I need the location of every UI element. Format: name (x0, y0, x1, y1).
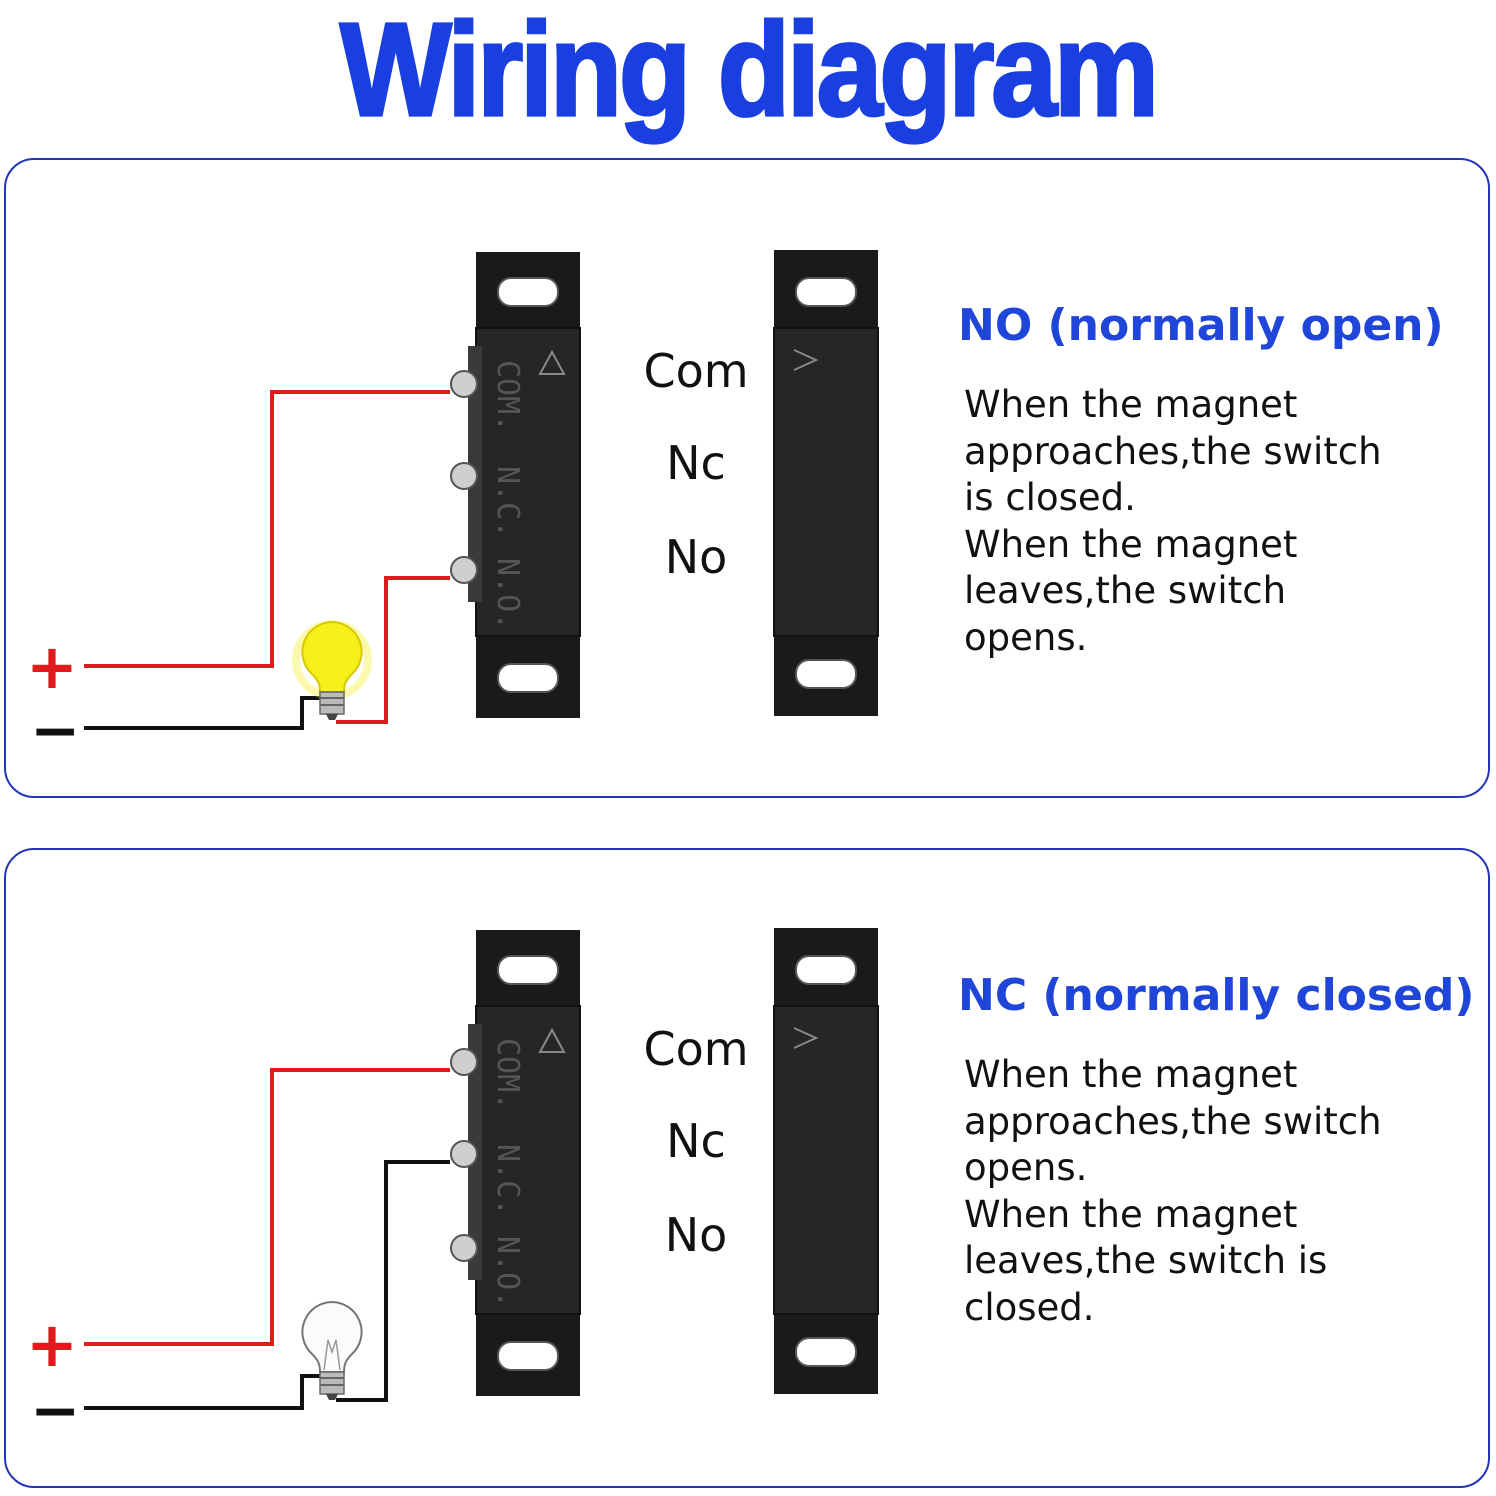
mode-description-nc: When the magnet approaches,the switch op… (964, 1053, 1382, 1329)
sensor-marking-nc: N.C. (490, 1144, 525, 1216)
negative-terminal-label: − (30, 1376, 81, 1446)
wiring-art-no: COM. N.C. N.O. (84, 250, 879, 730)
reed-switch-sensor: COM. N.C. N.O. (450, 930, 581, 1396)
screw-terminals (450, 1048, 478, 1262)
terminal-label-com: Com (643, 344, 749, 398)
sensor-marking-nc: N.C. (490, 466, 525, 538)
panel-normally-open: COM. N.C. N.O. Com Nc No NO (normally op… (4, 158, 1490, 798)
lightbulb-lit-icon (292, 620, 372, 720)
magnet-block (773, 250, 879, 716)
mode-heading-no: NO (normally open) (958, 300, 1444, 351)
mode-description-no: When the magnet approaches,the switch is… (964, 383, 1382, 659)
positive-terminal-label: + (26, 630, 78, 703)
wire-com-positive (84, 390, 450, 668)
negative-terminal-label: − (30, 696, 81, 766)
reed-switch-sensor: COM. N.C. N.O. (450, 252, 581, 718)
terminal-label-no: No (664, 530, 728, 584)
wire-com-positive (84, 1068, 450, 1346)
sensor-marking-com: COM. (490, 360, 525, 432)
terminal-label-nc: Nc (666, 1114, 726, 1168)
terminal-label-nc: Nc (666, 436, 726, 490)
positive-terminal-label: + (26, 1308, 78, 1381)
lightbulb-off-icon (301, 1300, 363, 1400)
mode-heading-nc: NC (normally closed) (958, 970, 1475, 1021)
page-title: Wiring diagram (339, 0, 1161, 146)
terminal-label-com: Com (643, 1022, 749, 1076)
magnet-block (773, 928, 879, 1394)
sensor-marking-no: N.O. (490, 558, 525, 630)
wire-nc-bulb (336, 1160, 450, 1402)
wire-negative (84, 1374, 324, 1410)
wiring-art-nc: COM. N.C. N.O. (84, 928, 879, 1410)
wire-negative (84, 696, 324, 730)
terminal-label-no: No (664, 1208, 728, 1262)
screw-terminals (450, 370, 478, 584)
sensor-marking-no: N.O. (490, 1236, 525, 1308)
wire-no-bulb (336, 576, 450, 724)
sensor-marking-com: COM. (490, 1038, 525, 1110)
panel-normally-closed: COM. N.C. N.O. Com Nc No NC (normally cl… (4, 848, 1490, 1488)
